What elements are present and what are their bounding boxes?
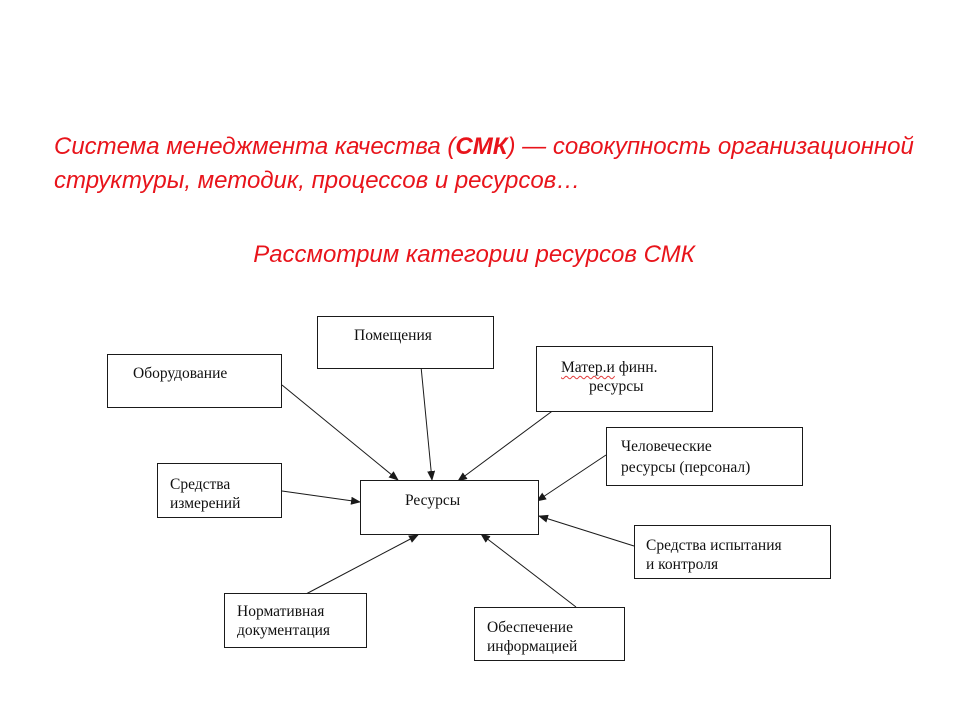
box-measuring-line1: Средства [170, 476, 231, 493]
box-normative-docs: Нормативная документация [224, 593, 367, 648]
box-human-line2: ресурсы (персонал) [621, 459, 751, 476]
box-mat-fin-word1: Матер.и [561, 359, 615, 376]
box-info-line1: Обеспечение [487, 619, 573, 636]
box-measuring-tools: Средства измерений [157, 463, 282, 518]
box-testing-control: Средства испытания и контроля [634, 525, 831, 579]
box-human-resources: Человеческие ресурсы (персонал) [606, 427, 803, 486]
box-info-support: Обеспечение информацией [474, 607, 625, 661]
box-testing-line1: Средства испытания [646, 537, 782, 554]
arrow-testing [538, 514, 635, 547]
intro-text-part1: Система менеджмента качества ( [54, 133, 456, 160]
box-equipment-label: Оборудование [133, 365, 228, 382]
intro-text-part2: ) — совокупность организационной структу… [54, 133, 914, 194]
box-equipment: Оборудование [107, 354, 282, 408]
box-testing-line2: и контроля [646, 556, 719, 573]
box-center-label: Ресурсы [405, 492, 461, 509]
arrow-premises [419, 355, 436, 481]
arrow-equipment [281, 384, 399, 481]
box-center-resources: Ресурсы [360, 480, 539, 535]
arrow-info [480, 533, 577, 608]
box-premises-label: Помещения [354, 327, 432, 344]
box-normative-line1: Нормативная [237, 603, 325, 620]
box-mat-fin-line2: ресурсы [589, 378, 644, 395]
arrow-normative [305, 534, 419, 595]
box-mat-fin-word2: финн. [618, 359, 658, 376]
box-info-line2: информацией [487, 638, 578, 655]
subtitle: Рассмотрим категории ресурсов СМК [253, 241, 695, 268]
intro-text: Система менеджмента качества (СМК) — сов… [54, 130, 934, 198]
box-mat-fin-resources: Матер.и финн. ресурсы [536, 346, 713, 412]
box-normative-line2: документация [237, 622, 331, 639]
box-human-line1: Человеческие [621, 438, 712, 455]
arrow-human [536, 454, 607, 502]
arrow-measuring [281, 490, 361, 505]
box-mat-fin-line1: Матер.и финн. [561, 358, 712, 377]
box-measuring-line2: измерений [170, 495, 241, 512]
box-premises: Помещения [317, 316, 494, 369]
intro-abbreviation: СМК [455, 133, 508, 160]
